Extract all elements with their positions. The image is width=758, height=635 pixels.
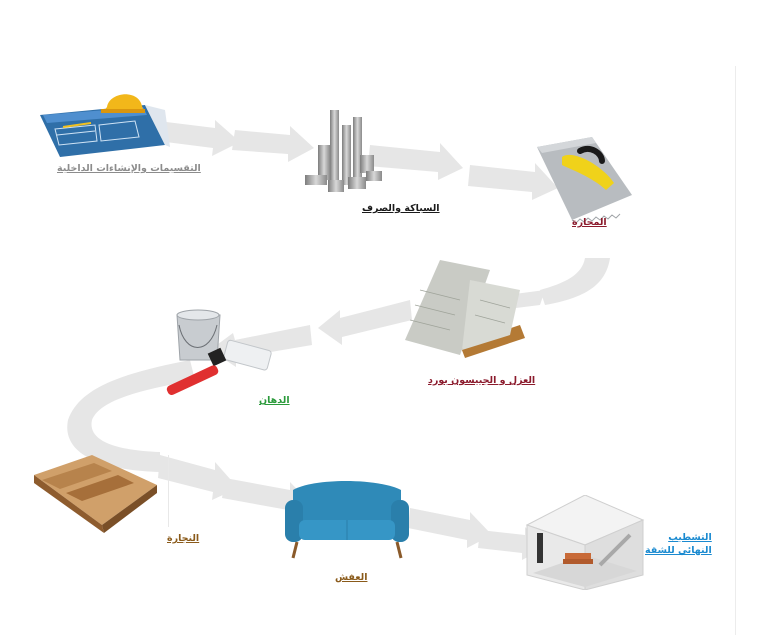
step-label: التشطيب النهائي للشقة [645,531,712,557]
step-plumbing: السباكة والصرف [300,105,440,214]
step-label: العفش [335,572,368,583]
step-furniture: العفش [283,478,413,583]
plaster-trowel-icon [537,137,632,224]
sofa-icon [285,481,409,559]
step-final-finishing: التشطيب النهائي للشقة [525,494,712,595]
step-label: العزل و الجبيسون بورد [428,375,536,386]
step-label: الدهان [259,395,290,406]
step-label: المحارة [572,217,607,228]
pipes-icon [305,110,382,192]
gypsum-board-icon [405,260,525,358]
step-partitions: التقسيمات والإنشاءات الداخلية [35,85,201,174]
step-label: السباكة والصرف [362,203,440,214]
step-gypsum: العزل و الجبيسون بورد [400,260,535,386]
step-label: التقسيمات والإنشاءات الداخلية [57,163,201,174]
step-label: النجارة [167,533,200,544]
paint-bucket-roller-icon [166,309,272,396]
wood-flooring-icon [34,455,157,533]
step-carpentry: النجارة [32,455,202,550]
step-plaster: المحارة [532,135,642,230]
blueprint-helmet-icon [40,94,170,157]
step-label-line: التشطيب [668,532,712,543]
right-divider [735,66,736,635]
finished-room-icon [525,494,645,591]
step-label-line: النهائي للشقة [645,545,712,556]
step-painting: الدهان [165,305,290,406]
